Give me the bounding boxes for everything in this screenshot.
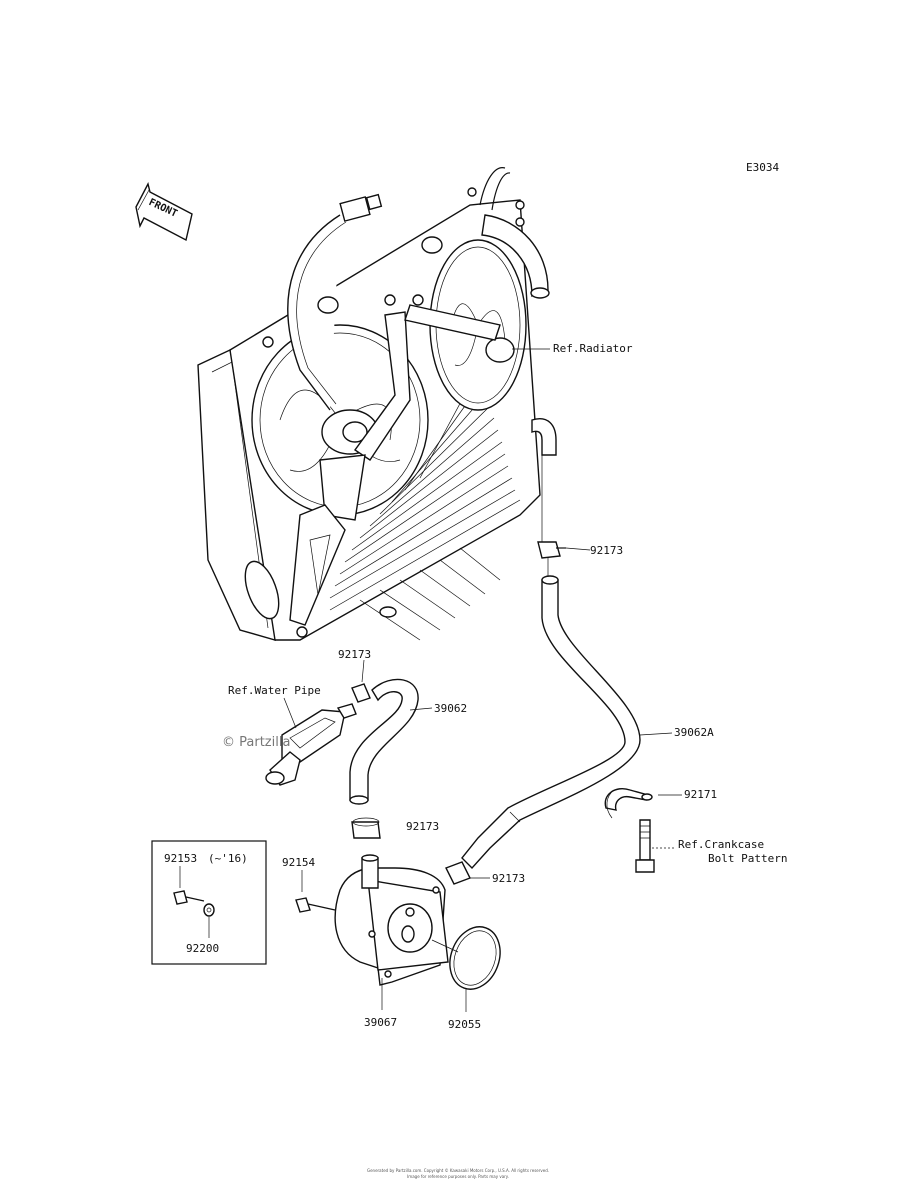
ref-water-pipe-label: Ref.Water Pipe [228, 684, 321, 697]
inset-part-label-washer: 92200 [186, 942, 219, 955]
radiator-assembly [197, 167, 557, 641]
front-arrow-icon: FRONT [135, 182, 193, 242]
part-label-clamp-lower: 92173 [492, 872, 525, 885]
hose-39062A [461, 455, 641, 870]
inset-bolt-note: (~'16) [208, 852, 248, 865]
inset-box [151, 840, 267, 965]
clamp-bolt-92171 [604, 788, 682, 873]
clamp-lower [445, 861, 490, 885]
part-label-clamp-upper: 92173 [338, 648, 371, 661]
part-label-hose-short: 39062 [434, 702, 467, 715]
oil-cooler [334, 854, 449, 986]
water-pipe [265, 697, 357, 786]
ref-radiator-label: Ref.Radiator [553, 342, 633, 355]
footer-line-1: Generated by Partzilla.com. Copyright © … [367, 1168, 549, 1173]
inset-part-label-bolt: 92153 [164, 852, 197, 865]
o-ring-92055 [431, 926, 501, 1012]
ref-bolt-pattern-label: Bolt Pattern [708, 852, 787, 865]
part-label-bolt-cooler: 92154 [282, 856, 315, 869]
watermark: © Partzilla [222, 735, 290, 750]
bolt-92154 [295, 870, 336, 913]
part-label-clamp-right: 92173 [590, 544, 623, 557]
part-label-clamp-mid: 92173 [406, 820, 439, 833]
ref-crankcase-label: Ref.Crankcase [678, 838, 764, 851]
part-label-o-ring: 92055 [448, 1018, 481, 1031]
footer-line-2: Image for reference purposes only. Parts… [407, 1174, 509, 1179]
clamp-mid [351, 817, 381, 839]
hose-39062 [349, 659, 419, 805]
part-label-hose-long: 39062A [674, 726, 714, 739]
diagram-code: E3034 [746, 161, 779, 174]
part-label-clamp-bolt: 92171 [684, 788, 717, 801]
part-label-oil-cooler: 39067 [364, 1016, 397, 1029]
